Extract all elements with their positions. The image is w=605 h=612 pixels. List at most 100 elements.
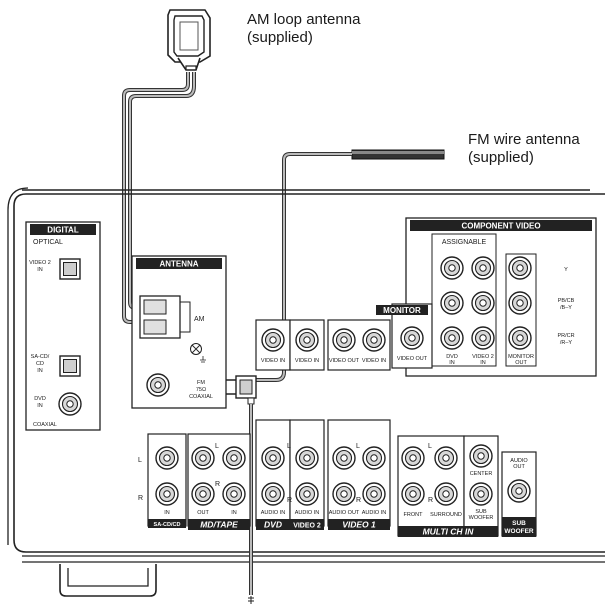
- dvd-audio-in-label: AUDIO IN: [261, 510, 285, 516]
- subwoofer-audio-out-jack[interactable]: [507, 479, 531, 503]
- am-antenna-callout: AM loop antenna (supplied): [247, 11, 360, 47]
- component-monitor-out-label: OUT: [515, 360, 527, 366]
- dvd-section-label: DVD: [264, 520, 282, 530]
- antenna-section: ANTENNA AM FM 75Ω COAXIAL: [131, 255, 227, 409]
- am-label: AM: [194, 316, 205, 323]
- video1-video-in-jack[interactable]: [362, 328, 386, 352]
- video1-section-label: VIDEO 1: [342, 520, 376, 530]
- video2-audio-in-r-jack[interactable]: [295, 482, 319, 506]
- component-video-section: COMPONENT VIDEO ASSIGNABLE Y PB/CB /B–Y …: [405, 217, 597, 377]
- video1-audio-in-l-jack[interactable]: [362, 446, 386, 470]
- fm-ohm-label: 75Ω: [196, 387, 206, 393]
- md-out-r-jack[interactable]: [191, 482, 215, 506]
- surround-label: SURROUND: [430, 512, 462, 518]
- pr-label-2: /R–Y: [560, 340, 573, 346]
- video1-video-out-label: VIDEO OUT: [329, 358, 360, 364]
- sacd-label-3: IN: [37, 368, 43, 374]
- am-loop-antenna: [167, 9, 211, 71]
- component-monitor-label: MONITOR: [508, 354, 534, 360]
- video1-audio-in-label: AUDIO IN: [362, 510, 386, 516]
- multi-front-r-jack[interactable]: [401, 482, 425, 506]
- component-monitor-y-jack[interactable]: [508, 256, 532, 280]
- digital-header: DIGITAL: [47, 226, 79, 235]
- fm-coaxial-jack[interactable]: [146, 373, 170, 397]
- video1-audio-out-l-jack[interactable]: [332, 446, 356, 470]
- md-tape-section-label: MD/TAPE: [200, 520, 238, 530]
- md-in-l-jack[interactable]: [222, 446, 246, 470]
- fm-antenna-callout: FM wire antenna (supplied): [468, 131, 580, 167]
- right-channel-label: R: [138, 495, 143, 502]
- video1-audio-in-r-jack[interactable]: [362, 482, 386, 506]
- component-video-header: COMPONENT VIDEO: [461, 222, 540, 231]
- audio-out-label-1: AUDIO: [510, 458, 528, 464]
- left-channel-label: L: [138, 457, 142, 464]
- video2-section-label: VIDEO 2: [293, 523, 321, 530]
- sacd-in-r-jack[interactable]: [155, 482, 179, 506]
- component-dvd-y-jack[interactable]: [440, 256, 464, 280]
- component-video2-y-jack[interactable]: [471, 256, 495, 280]
- optical-jack-sacd[interactable]: [59, 355, 81, 377]
- monitor-video-out-jack[interactable]: [400, 326, 424, 350]
- dvd-coaxial-in-label: IN: [37, 403, 43, 409]
- dvd-audio-in-l-jack[interactable]: [261, 446, 285, 470]
- front-label: FRONT: [404, 512, 424, 518]
- component-dvd-pb-jack[interactable]: [440, 291, 464, 315]
- coaxial-jack-dvd[interactable]: [58, 392, 82, 416]
- component-video2-pr-jack[interactable]: [471, 326, 495, 350]
- video2-audio-in-l-jack[interactable]: [295, 446, 319, 470]
- ground-screw-icon: [190, 343, 206, 363]
- multi-ch-in-section-label: MULTI CH IN: [423, 527, 475, 537]
- dvd-video-in-label: VIDEO IN: [261, 358, 285, 364]
- component-monitor-pr-jack[interactable]: [508, 326, 532, 350]
- antenna-header: ANTENNA: [159, 260, 198, 269]
- md-in-r-jack[interactable]: [222, 482, 246, 506]
- sacd-in-l-jack[interactable]: [155, 446, 179, 470]
- multi-front-l-jack[interactable]: [401, 446, 425, 470]
- component-video2-pb-jack[interactable]: [471, 291, 495, 315]
- audio-jacks-section: L R L R L R L R L R IN OUT IN AUDIO IN A…: [138, 419, 537, 537]
- digital-section: DIGITAL OPTICAL VIDEO 2 IN SA-CD/ CD IN …: [25, 221, 101, 431]
- optical-jack-video2[interactable]: [59, 258, 81, 280]
- md-out-l-jack[interactable]: [191, 446, 215, 470]
- monitor-video-out-label: VIDEO OUT: [397, 356, 428, 362]
- video2-video-in-label: VIDEO IN: [295, 358, 319, 364]
- component-dvd-label: DVD: [446, 354, 458, 360]
- dvd-audio-in-r-jack[interactable]: [261, 482, 285, 506]
- video1-audio-out-r-jack[interactable]: [332, 482, 356, 506]
- multi-center-jack[interactable]: [469, 444, 493, 468]
- component-dvd-pr-jack[interactable]: [440, 326, 464, 350]
- video2-audio-in-label: AUDIO IN: [295, 510, 319, 516]
- sacd-label-1: SA-CD/: [31, 354, 50, 360]
- pr-label-1: PR/CR: [557, 333, 574, 339]
- pb-label-1: PB/CB: [558, 298, 575, 304]
- video2-optical-label: VIDEO 2: [29, 260, 51, 266]
- dvd-video-in-jack[interactable]: [261, 328, 285, 352]
- am-callout-line2: (supplied): [247, 29, 313, 46]
- sacd-label-2: CD: [36, 361, 44, 367]
- downward-cable: [248, 404, 254, 604]
- md-right-marker: R: [215, 481, 220, 488]
- subwoofer-label-1: SUB: [475, 509, 487, 515]
- am-callout-line1: AM loop antenna: [247, 11, 361, 28]
- sacd-section-label: SA-CD/CD: [154, 522, 181, 528]
- pb-label-2: /B–Y: [560, 305, 572, 311]
- receiver-chassis: [7, 187, 605, 597]
- video1-video-in-label: VIDEO IN: [362, 358, 386, 364]
- multi-surround-l-jack[interactable]: [434, 446, 458, 470]
- component-video2-in-label: IN: [480, 360, 486, 366]
- video2-optical-in-label: IN: [37, 267, 43, 273]
- dvd-right-marker: R: [287, 497, 292, 504]
- multi-subwoofer-jack[interactable]: [469, 482, 493, 506]
- fm-callout-line2: (supplied): [468, 149, 534, 166]
- component-dvd-in-label: IN: [449, 360, 455, 366]
- multi-left-marker: L: [428, 443, 432, 450]
- fm-coaxial-label: COAXIAL: [189, 394, 213, 400]
- md-in-label: IN: [231, 510, 237, 516]
- component-monitor-pb-jack[interactable]: [508, 291, 532, 315]
- multi-right-marker: R: [428, 497, 433, 504]
- dvd-left-marker: L: [287, 443, 291, 450]
- multi-surround-r-jack[interactable]: [434, 482, 458, 506]
- video1-video-out-jack[interactable]: [332, 328, 356, 352]
- video2-video-in-jack[interactable]: [295, 328, 319, 352]
